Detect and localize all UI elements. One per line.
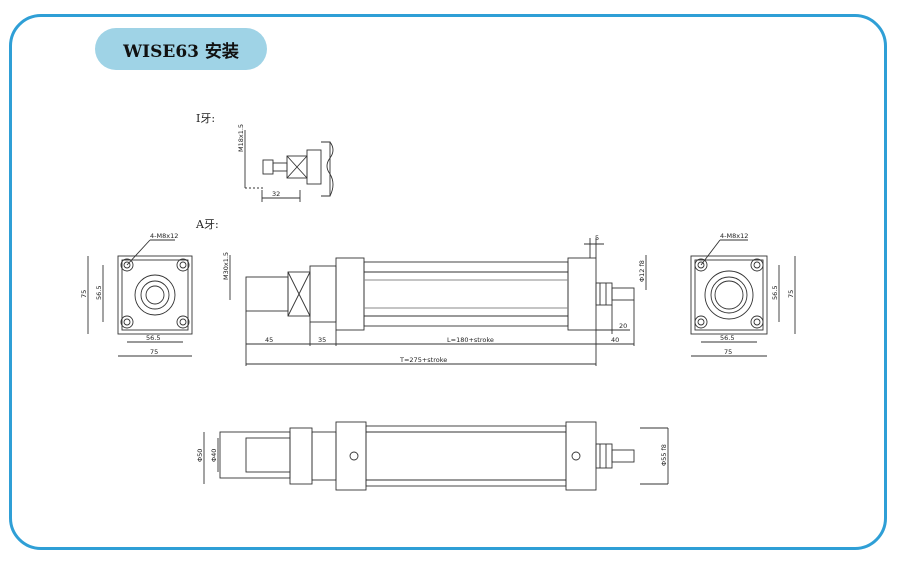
bottom-dia-50: Φ50 [196, 449, 204, 462]
content-frame [9, 14, 887, 550]
rod-diameter: Φ12 f8 [638, 260, 646, 282]
i-thread-label: I牙: [196, 112, 215, 125]
right-flange-height-outer: 75 [787, 290, 795, 298]
left-flange-holes: 4-M8x12 [150, 232, 178, 240]
dim-5: 5 [595, 234, 599, 242]
bottom-view: Φ50 Φ40 Φ55 f8 [196, 421, 669, 491]
i-thread-spec: M18x1.5 [237, 124, 245, 152]
dim-45: 45 [265, 336, 273, 344]
bottom-dia-40: Φ40 [210, 449, 218, 462]
page-title: WISE63 安装 [95, 28, 267, 70]
left-flange-width-inner: 56.5 [146, 334, 160, 342]
total-length: T=275+stroke [399, 356, 447, 364]
stroke-length: L=180+stroke [447, 336, 494, 344]
a-thread-spec: M30x1.5 [222, 252, 230, 280]
dim-35: 35 [318, 336, 326, 344]
bottom-dia-55: Φ55 f8 [660, 444, 668, 466]
right-flange-width-inner: 56.5 [720, 334, 734, 342]
left-flange-height-outer: 75 [80, 290, 88, 298]
right-flange-height-inner: 56.5 [771, 286, 779, 300]
dim-40: 40 [611, 336, 619, 344]
right-flange-width-outer: 75 [724, 348, 732, 356]
i-thread-detail: I牙: M18x1.5 32 [196, 112, 334, 202]
left-flange-view: 4-M8x12 75 56.5 56.5 75 [80, 232, 193, 357]
left-flange-width-outer: 75 [150, 348, 158, 356]
right-flange-view: 4-M8x12 56.5 75 56.5 75 [690, 232, 796, 357]
a-thread-label: A牙: [195, 218, 219, 231]
i-thread-length: 32 [272, 190, 280, 198]
right-flange-holes: 4-M8x12 [720, 232, 748, 240]
left-flange-height-inner: 56.5 [95, 286, 103, 300]
dim-20: 20 [619, 322, 627, 330]
a-thread-side-view: A牙: 45 35 L=180+stroke 40 20 [195, 218, 647, 366]
